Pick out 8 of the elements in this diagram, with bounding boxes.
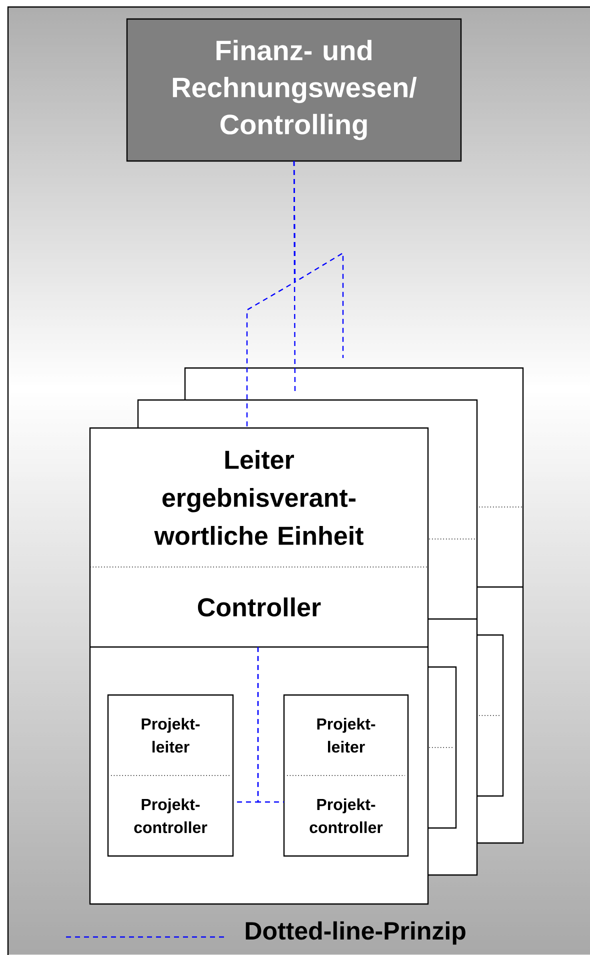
section-label: Leiter ergebnisverant- wortliche Einheit	[154, 450, 364, 546]
dotted-line	[257, 647, 284, 803]
header-box: Finanz- und Rechnungswesen/ Controlling	[126, 18, 462, 162]
project-box: Projekt- leiter Projekt- controller	[107, 694, 234, 857]
section-label: Controller	[198, 597, 321, 617]
dotted-line	[246, 160, 296, 428]
legend-text: Dotted-line-Prinzip	[246, 921, 466, 945]
project-box: Projekt- leiter Projekt- controller	[283, 694, 409, 857]
